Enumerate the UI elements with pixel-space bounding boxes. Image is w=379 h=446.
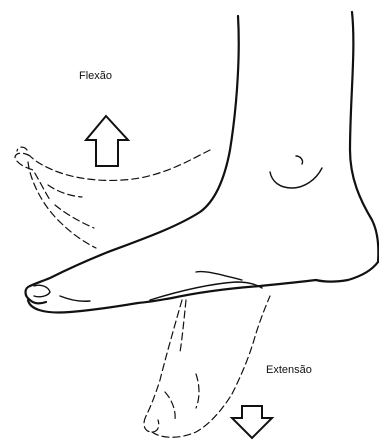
arrow-up-icon [86,116,128,166]
flexion-label: Flexão [79,70,112,82]
arrow-down-icon [232,406,272,438]
foot-outline [26,252,379,313]
extension-label: Extensão [266,364,312,376]
leg-outline [108,12,378,262]
